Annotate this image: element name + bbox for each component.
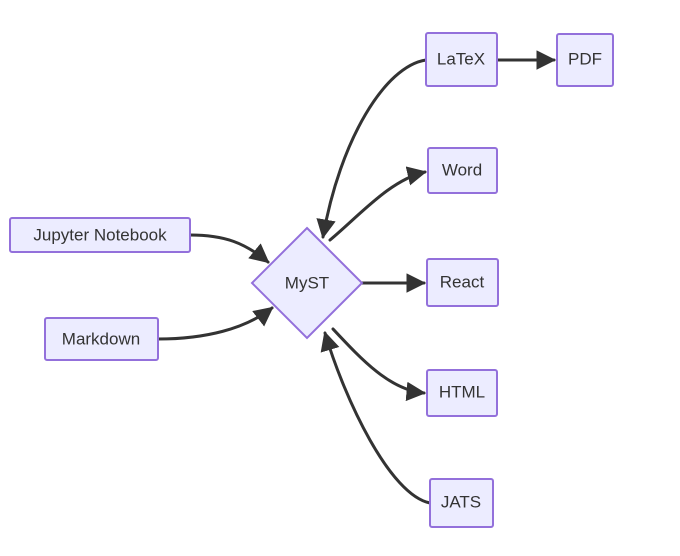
node-myst[interactable]: MyST [250, 226, 364, 340]
node-html[interactable]: HTML [426, 369, 498, 417]
edge-latex-to-myst [316, 58, 428, 239]
node-pdf[interactable]: PDF [556, 33, 614, 87]
node-pdf-shape[interactable] [556, 33, 614, 87]
edge-jupyter-to-myst [188, 233, 270, 264]
node-latex-shape[interactable] [425, 32, 498, 87]
node-jats-shape[interactable] [429, 478, 494, 528]
node-html-shape[interactable] [426, 369, 498, 417]
node-word[interactable]: Word [427, 147, 498, 194]
edge-myst-to-word [328, 166, 427, 242]
node-markdown-shape[interactable] [44, 317, 159, 361]
edge-myst-to-html [331, 327, 426, 402]
node-jats[interactable]: JATS [429, 478, 494, 528]
node-myst-shape[interactable] [250, 226, 364, 340]
edge-jats-to-myst [320, 331, 432, 505]
nodes-layer: Jupyter Notebook Markdown MyST LaTeX PDF… [9, 32, 614, 528]
node-jupyter-notebook[interactable]: Jupyter Notebook [9, 217, 191, 253]
node-markdown[interactable]: Markdown [44, 317, 159, 361]
edges-layer [156, 50, 556, 505]
node-latex[interactable]: LaTeX [425, 32, 498, 87]
node-react[interactable]: React [426, 258, 499, 307]
node-word-shape[interactable] [427, 147, 498, 194]
node-jupyter-notebook-shape[interactable] [9, 217, 191, 253]
node-react-shape[interactable] [426, 258, 499, 307]
edge-markdown-to-myst [156, 306, 274, 341]
